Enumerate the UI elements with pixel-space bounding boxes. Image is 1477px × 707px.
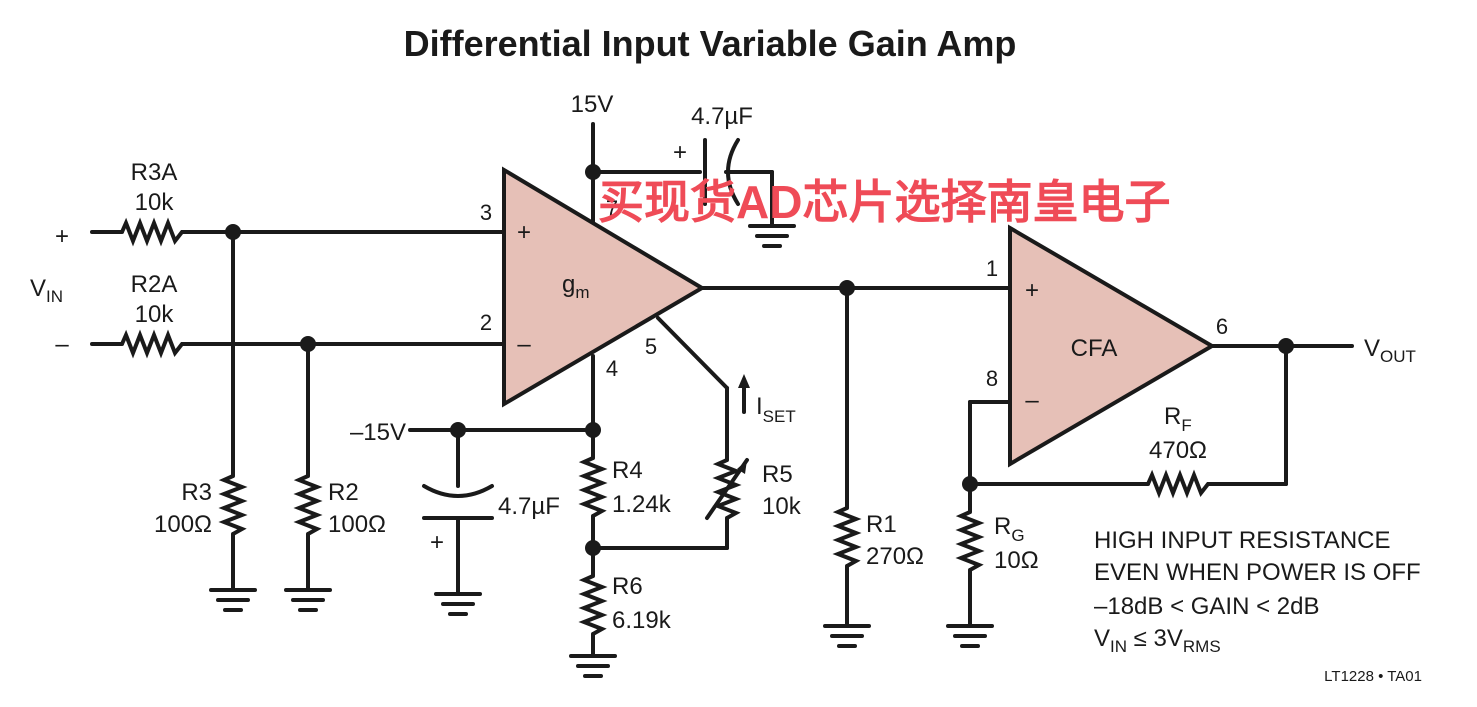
input-plus-sign: + — [55, 223, 69, 250]
r3a-name: R3A — [131, 159, 178, 186]
r3-value: 100Ω — [154, 511, 212, 538]
note-line-3: –18dB < GAIN < 2dB — [1094, 593, 1319, 620]
iset-branch — [591, 316, 750, 550]
neg-supply — [408, 354, 601, 616]
gm-pin-3: 3 — [480, 200, 492, 225]
rf-value: 470Ω — [1149, 437, 1207, 464]
feedback-network — [946, 400, 1288, 648]
r2-value: 100Ω — [328, 511, 386, 538]
resistor-r1 — [832, 506, 862, 568]
cfa-plus-sign: + — [1025, 277, 1039, 304]
ground-left-cap — [434, 592, 482, 616]
r3-name: R3 — [181, 479, 212, 506]
input-plus-wire — [90, 217, 506, 247]
pos-supply-label: 15V — [571, 91, 614, 118]
resistor-rg — [955, 510, 985, 572]
rg-value: 10Ω — [994, 547, 1039, 574]
resistor-r3 — [218, 474, 248, 536]
gm-pin-7: 7 — [606, 196, 618, 221]
r2a-value: 10k — [135, 301, 175, 328]
note-line-4: VIN ≤ 3VRMS — [1094, 625, 1221, 656]
r6-value: 6.19k — [612, 607, 672, 634]
r4-value: 1.24k — [612, 491, 672, 518]
gm-pin-5: 5 — [645, 334, 657, 359]
rg-name: RG — [994, 513, 1025, 545]
left-cap-plus: + — [430, 529, 444, 556]
left-cap-value: 4.7µF — [498, 493, 560, 520]
ground-r6 — [569, 654, 617, 678]
cfa-amplifier — [1008, 224, 1216, 468]
resistor-r6 — [578, 574, 608, 636]
r1-value: 270Ω — [866, 543, 924, 570]
top-cap-value: 4.7µF — [691, 103, 753, 130]
ground-r2 — [284, 588, 332, 612]
r5-value: 10k — [762, 493, 802, 520]
cfa-pin-6: 6 — [1216, 314, 1228, 339]
gm-pin-4: 4 — [606, 356, 618, 381]
resistor-rf — [1146, 469, 1212, 499]
rf-name: RF — [1164, 403, 1192, 435]
notes-block: HIGH INPUT RESISTANCE EVEN WHEN POWER IS… — [1094, 527, 1421, 656]
gm-minus-sign: – — [517, 331, 531, 358]
r1-branch — [823, 286, 871, 648]
note-line-1: HIGH INPUT RESISTANCE — [1094, 527, 1390, 554]
gm-label: gm — [562, 271, 590, 302]
r3a-value: 10k — [135, 189, 175, 216]
ground-rg — [946, 624, 994, 648]
top-cap-plus: + — [673, 139, 687, 166]
r1-name: R1 — [866, 511, 897, 538]
r4-name: R4 — [612, 457, 643, 484]
r5-name: R5 — [762, 461, 793, 488]
r2a-name: R2A — [131, 271, 178, 298]
gm-pin-2: 2 — [480, 310, 492, 335]
gm-plus-sign: + — [517, 219, 531, 246]
ground-r3 — [209, 588, 257, 612]
cfa-label: CFA — [1071, 335, 1118, 362]
resistor-r2a — [120, 329, 186, 359]
vin-label: VIN — [30, 275, 63, 306]
input-minus-sign: – — [55, 331, 69, 358]
figure-id: LT1228 • TA01 — [1324, 668, 1422, 685]
note-line-2: EVEN WHEN POWER IS OFF — [1094, 559, 1421, 586]
resistor-r2 — [293, 474, 323, 536]
r2-branch — [284, 336, 332, 612]
resistor-r3a — [120, 217, 186, 247]
output-wire — [1210, 338, 1354, 486]
diagram-title: Differential Input Variable Gain Amp — [404, 23, 1017, 64]
ground-r1 — [823, 624, 871, 648]
watermark-text: 买现货AD芯片选择南皇电子 — [598, 176, 1170, 228]
cfa-minus-sign: – — [1025, 387, 1039, 414]
r3-branch — [209, 224, 257, 612]
left-cap-plate-curved — [422, 484, 494, 498]
resistor-r4 — [578, 456, 608, 518]
vout-label: VOUT — [1364, 335, 1416, 366]
cfa-pin-8: 8 — [986, 366, 998, 391]
iset-label: ISET — [756, 393, 796, 426]
input-minus-wire — [90, 329, 506, 359]
r4-r6-chain — [569, 456, 617, 678]
neg-supply-label: –15V — [350, 419, 406, 446]
r2-name: R2 — [328, 479, 359, 506]
cfa-pin-1: 1 — [986, 256, 998, 281]
gm-amplifier — [502, 166, 706, 408]
ground-top-cap — [748, 224, 796, 248]
pos-supply — [585, 122, 796, 248]
r6-name: R6 — [612, 573, 643, 600]
